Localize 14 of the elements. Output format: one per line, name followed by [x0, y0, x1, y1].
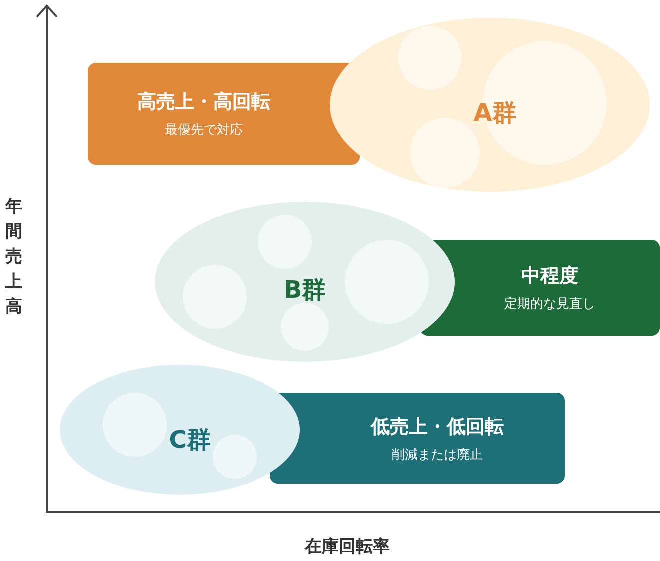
group-label: C群	[169, 425, 211, 456]
category-box	[420, 240, 660, 336]
category-heading: 中程度	[522, 264, 578, 289]
x-axis-label: 在庫回転率	[305, 536, 390, 558]
category-box	[270, 393, 565, 484]
action-text: 定期的な見直し	[504, 296, 596, 313]
action-text: 最優先で対応	[165, 122, 243, 139]
category-box	[88, 63, 360, 165]
y-axis-label: 年間売上高	[4, 196, 24, 319]
group-label: A群	[474, 98, 516, 129]
action-text: 削減または廃止	[392, 446, 483, 464]
category-heading: 低売上・低回転	[371, 414, 504, 440]
group-label: B群	[284, 275, 326, 306]
category-heading: 高売上・高回転	[138, 90, 270, 115]
